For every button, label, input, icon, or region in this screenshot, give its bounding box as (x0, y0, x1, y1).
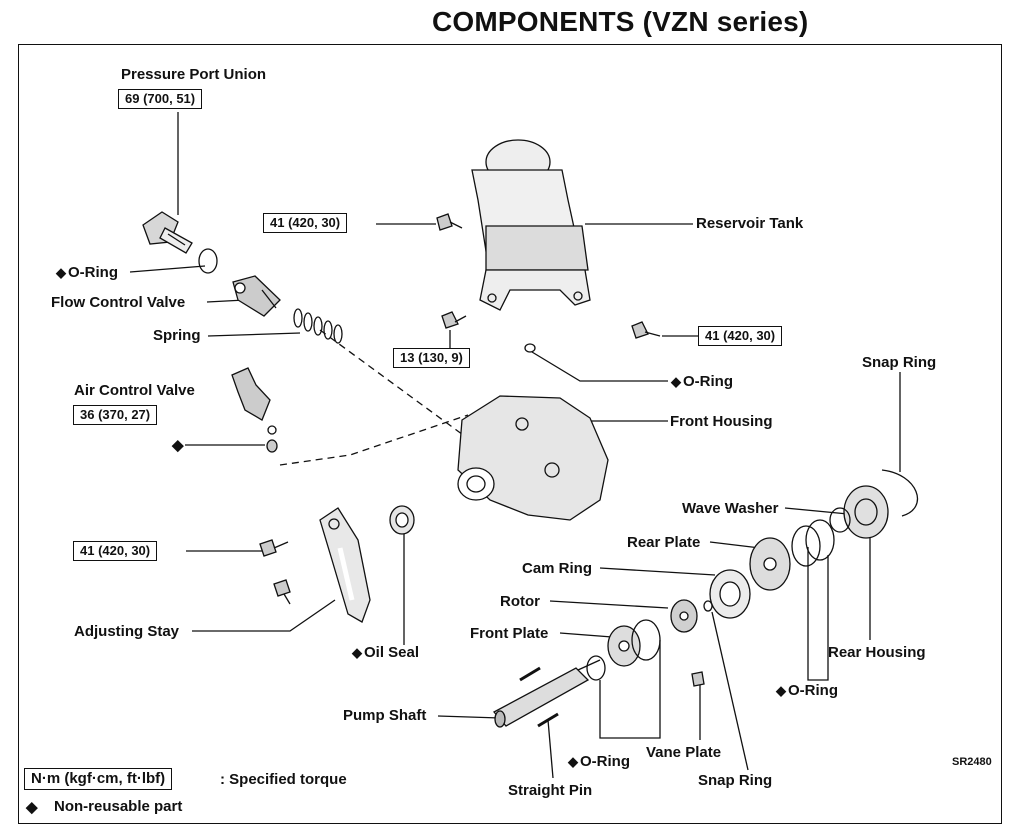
label-straight-pin: Straight Pin (508, 782, 593, 799)
rotor-part (670, 599, 698, 633)
label-pressure-port-union: Pressure Port Union (121, 66, 267, 83)
bolt-part-4 (259, 539, 289, 557)
legend-non-reusable-desc: Non-reusable part (54, 798, 183, 815)
o-ring-part-1 (198, 248, 218, 274)
diamond-icon: ◆ (776, 683, 786, 698)
diamond-icon: ◆ (352, 645, 362, 660)
alignment-dashed-line (319, 329, 471, 441)
leader-cam-ring (599, 567, 716, 576)
wave-washer-part (829, 507, 851, 533)
leader-snap-ring-bottom (711, 611, 749, 771)
label-pump-shaft: Pump Shaft (343, 707, 427, 724)
flow-control-valve-part (232, 275, 281, 317)
label-wave-washer: Wave Washer (682, 500, 779, 517)
oil-seal-part (389, 505, 415, 535)
label-reservoir-tank: Reservoir Tank (696, 215, 804, 232)
label-o-ring-2: ◆O-Ring (671, 373, 733, 390)
snap-ring-part-top (881, 469, 919, 517)
spring-part (293, 308, 343, 344)
o-ring-part-2 (524, 343, 536, 353)
torque-adjusting-stay-bolt: 41 (420, 30) (73, 541, 158, 561)
label-vane-plate: Vane Plate (646, 744, 722, 761)
bolt-part-2 (441, 311, 467, 329)
front-plate-part (607, 625, 641, 667)
snap-ring-part-bottom-ring (703, 600, 713, 612)
label-air-control-valve: Air Control Valve (74, 382, 195, 399)
leader-adjusting-stay (192, 599, 336, 632)
rear-plate-part (749, 537, 791, 591)
leader-o-ring-1 (129, 265, 206, 273)
torque-air-control-valve: 36 (370, 27) (73, 405, 158, 425)
label-rear-housing: Rear Housing (828, 644, 926, 661)
torque-center-bolt: 13 (130, 9) (393, 348, 470, 368)
diamond-icon: ◆ (172, 437, 184, 454)
label-flow-control-valve: Flow Control Valve (51, 294, 186, 311)
straight-pin-part-b (537, 712, 559, 728)
o-ring-part-3a (791, 525, 821, 567)
leader-rear-plate (709, 541, 761, 549)
figure-code: SR2480 (952, 756, 992, 768)
torque-reservoir-bolt-left: 41 (420, 30) (263, 213, 348, 233)
label-snap-ring-bottom: Snap Ring (698, 772, 773, 789)
alignment-dashed-line-2 (279, 414, 469, 466)
air-control-valve-part (231, 367, 278, 453)
front-housing-part (457, 395, 609, 521)
diamond-icon: ◆ (568, 754, 578, 769)
o-ring-part-3b (805, 519, 835, 561)
bolt-part-1 (436, 213, 463, 231)
label-rear-plate: Rear Plate (627, 534, 701, 551)
label-cam-ring: Cam Ring (522, 560, 593, 577)
label-oil-seal: ◆Oil Seal (352, 644, 420, 661)
rear-housing-part (843, 485, 889, 539)
leader-pump-shaft (437, 715, 501, 719)
leader-spring (207, 332, 301, 337)
diagram-frame (18, 44, 1002, 824)
leader-straight-pin (547, 719, 554, 779)
bolt-part-3 (631, 321, 661, 339)
label-o-ring-3: ◆O-Ring (776, 682, 838, 699)
leader-o-ring-2 (531, 351, 668, 382)
leader-o-ring-3 (807, 547, 829, 681)
leader-o-ring-4 (599, 640, 661, 739)
legend-torque-unit: N·m (kgf·cm, ft·lbf) (24, 768, 173, 790)
bolt-part-5 (273, 579, 291, 605)
label-snap-ring-top: Snap Ring (862, 354, 937, 371)
leader-front-plate (559, 632, 613, 638)
label-rotor: Rotor (500, 593, 540, 610)
reservoir-tank-part (471, 139, 591, 311)
label-front-housing: Front Housing (670, 413, 773, 430)
legend-torque-desc: : Specified torque (220, 771, 347, 788)
diagram-title: COMPONENTS (VZN series) (432, 6, 809, 37)
diamond-icon: ◆ (671, 374, 681, 389)
label-adjusting-stay: Adjusting Stay (74, 623, 180, 640)
cam-ring-part (709, 569, 751, 619)
o-ring-part-4b (586, 655, 606, 681)
label-o-ring-4: ◆O-Ring (568, 753, 630, 770)
adjusting-stay-part (319, 507, 371, 623)
diamond-icon: ◆ (56, 265, 66, 280)
label-front-plate: Front Plate (470, 625, 549, 642)
label-o-ring-1: ◆O-Ring (56, 264, 118, 281)
torque-reservoir-bolt-right: 41 (420, 30) (698, 326, 783, 346)
pressure-port-union-part (142, 211, 193, 254)
label-spring: Spring (153, 327, 201, 344)
legend-diamond-icon: ◆ (26, 799, 38, 816)
leader-rotor (549, 600, 669, 609)
vane-plate-part (691, 671, 705, 687)
straight-pin-part-a (519, 666, 541, 682)
torque-pressure-port-union: 69 (700, 51) (118, 89, 203, 109)
pump-shaft-part (492, 659, 601, 728)
leader-wave-washer (784, 507, 849, 515)
o-ring-part-4a (631, 619, 661, 661)
